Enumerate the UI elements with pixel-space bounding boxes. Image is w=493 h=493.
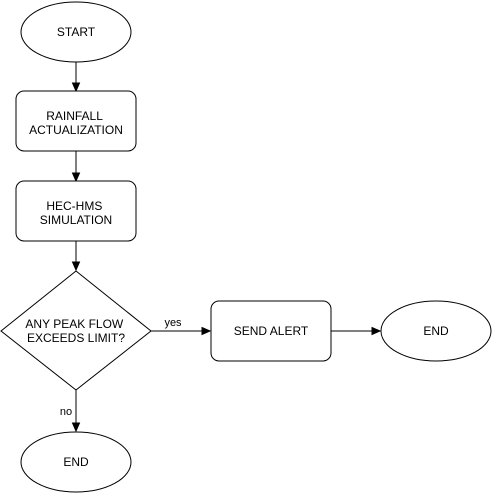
arrowhead-icon — [71, 261, 81, 272]
decision-node-label: ANY PEAK FLOW EXCEEDS LIMIT? — [25, 317, 126, 345]
rainfall-node-line-2: ACTUALIZATION — [29, 123, 123, 137]
hec-hms-simulation-node: HEC-HMS SIMULATION — [15, 180, 137, 242]
edge-hechms-to-decision — [71, 241, 81, 272]
end-node-right-label: END — [423, 324, 449, 338]
edge-label-no: no — [60, 406, 72, 418]
start-node: START — [20, 1, 132, 63]
rainfall-node-line-1: RAINFALL — [46, 109, 103, 123]
end-node-bottom: END — [20, 431, 132, 493]
edge-start-to-rainfall — [71, 62, 81, 93]
edge-decision-to-send-alert: yes — [151, 317, 212, 336]
arrowhead-icon — [71, 172, 81, 183]
end-node-right: END — [380, 300, 492, 362]
arrowhead-icon — [371, 326, 382, 336]
peak-flow-decision-node: ANY PEAK FLOW EXCEEDS LIMIT? — [0, 270, 152, 391]
send-alert-node: SEND ALERT — [210, 300, 332, 362]
hechms-node-line-2: SIMULATION — [40, 213, 112, 227]
send-alert-node-label: SEND ALERT — [234, 324, 309, 338]
decision-node-line-1: ANY PEAK FLOW — [25, 317, 123, 331]
edge-label-yes: yes — [164, 317, 182, 329]
start-node-label: START — [57, 25, 96, 39]
edge-send-alert-to-end-right — [331, 326, 382, 336]
rainfall-actualization-node: RAINFALL ACTUALIZATION — [15, 90, 137, 152]
end-node-bottom-label: END — [63, 455, 89, 469]
edges: yes no — [60, 62, 382, 433]
arrowhead-icon — [71, 422, 81, 433]
rainfall-node-label: RAINFALL ACTUALIZATION — [29, 109, 123, 137]
arrowhead-icon — [71, 82, 81, 93]
decision-node-line-2: EXCEEDS LIMIT? — [27, 331, 125, 345]
edge-decision-to-end-bottom: no — [60, 390, 81, 433]
arrowhead-icon — [201, 326, 212, 336]
hechms-node-label: HEC-HMS SIMULATION — [40, 199, 112, 227]
edge-rainfall-to-hechms — [71, 151, 81, 183]
hechms-node-line-1: HEC-HMS — [46, 199, 102, 213]
